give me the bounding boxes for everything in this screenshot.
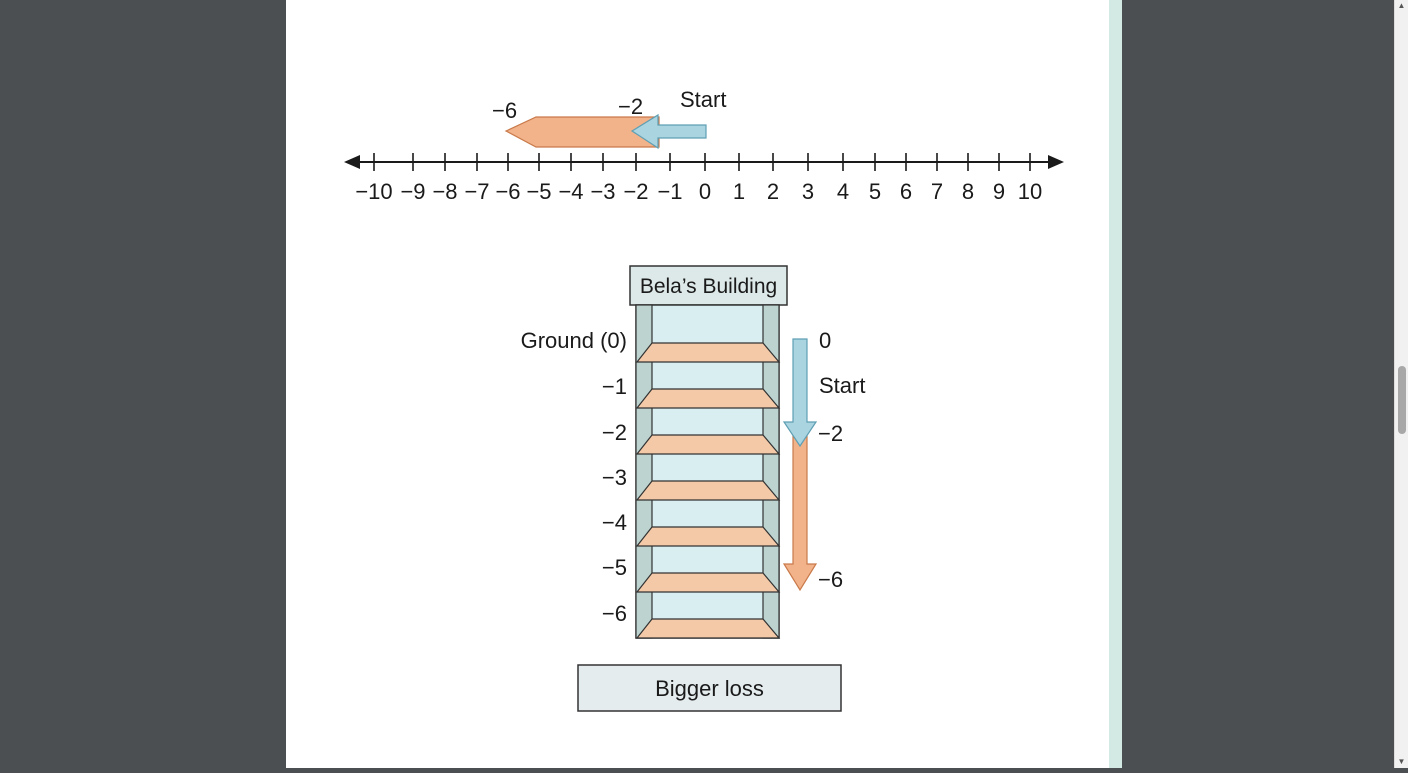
number-line-tick-label: 0	[699, 179, 711, 204]
scrollbar-thumb[interactable]	[1398, 366, 1406, 434]
belas-building: Bela’s Building Ground (0) −1 −2 −3 −4	[521, 265, 865, 639]
building-right-label-minus-2: −2	[818, 421, 843, 446]
scroll-down-icon[interactable]: ▼	[1397, 757, 1406, 766]
floor-slab	[635, 572, 781, 593]
number-line-label-minus-2: −2	[618, 94, 643, 119]
building-right-label-zero: 0	[819, 328, 831, 353]
number-line-orange-arrow	[504, 116, 660, 148]
number-line-tick-label: 7	[931, 179, 943, 204]
number-line-ticks	[373, 153, 1031, 171]
number-line-tick-label: 1	[733, 179, 745, 204]
building-title: Bela’s Building	[640, 275, 777, 298]
number-line-label-minus-6: −6	[492, 98, 517, 123]
building-title-box	[629, 265, 788, 306]
number-line-tick-label: −2	[623, 179, 648, 204]
number-line-tick-label: 10	[1018, 179, 1042, 204]
number-line-tick-label: −4	[558, 179, 583, 204]
floor-slab	[635, 342, 781, 363]
caption-text: Bigger loss	[655, 676, 764, 701]
floor-label-minus-1: −1	[602, 374, 627, 399]
number-line-tick-label: 3	[802, 179, 814, 204]
floor-slab	[635, 480, 781, 501]
floor-label-minus-2: −2	[602, 420, 627, 445]
number-line-tick-label: −10	[355, 179, 392, 204]
number-line-tick-label: 2	[767, 179, 779, 204]
number-line-tick-label: 9	[993, 179, 1005, 204]
building-orange-arrow	[782, 429, 818, 592]
number-line-right-arrowhead	[1048, 155, 1064, 169]
number-line-tick-label: 6	[900, 179, 912, 204]
building-right-label-start: Start	[819, 373, 865, 398]
floor-slab	[635, 434, 781, 455]
floor-label-minus-6: −6	[602, 601, 627, 626]
number-line-tick-label: 4	[837, 179, 849, 204]
floor-slab	[635, 526, 781, 547]
floor-label-ground: Ground (0)	[521, 328, 627, 353]
floor-label-minus-3: −3	[602, 465, 627, 490]
vertical-scrollbar[interactable]: ▲ ▼	[1394, 0, 1408, 768]
caption: Bigger loss	[577, 664, 842, 712]
building-right-label-minus-6: −6	[818, 567, 843, 592]
number-line-tick-label: −1	[657, 179, 682, 204]
floor-label-minus-4: −4	[602, 510, 627, 535]
number-line-tick-label: 5	[869, 179, 881, 204]
floor-label-minus-5: −5	[602, 555, 627, 580]
number-line-tick-label: −6	[495, 179, 520, 204]
number-line-tick-label: −7	[464, 179, 489, 204]
number-line-tick-label: −3	[590, 179, 615, 204]
caption-box	[577, 664, 842, 712]
scroll-up-icon[interactable]: ▲	[1397, 1, 1406, 10]
number-line-left-arrowhead	[344, 155, 360, 169]
floor-slab	[635, 388, 781, 409]
number-line-tick-label: −8	[432, 179, 457, 204]
building-blue-arrow	[782, 338, 818, 448]
page-edge	[1109, 0, 1122, 768]
number-line-tick-label: −5	[526, 179, 551, 204]
number-line-blue-arrow	[630, 113, 707, 150]
floor-slab	[635, 618, 781, 639]
building-floor-slabs	[635, 342, 781, 639]
number-line-tick-label: 8	[962, 179, 974, 204]
number-line-tick-label: −9	[400, 179, 425, 204]
number-line-start-label: Start	[680, 87, 726, 112]
